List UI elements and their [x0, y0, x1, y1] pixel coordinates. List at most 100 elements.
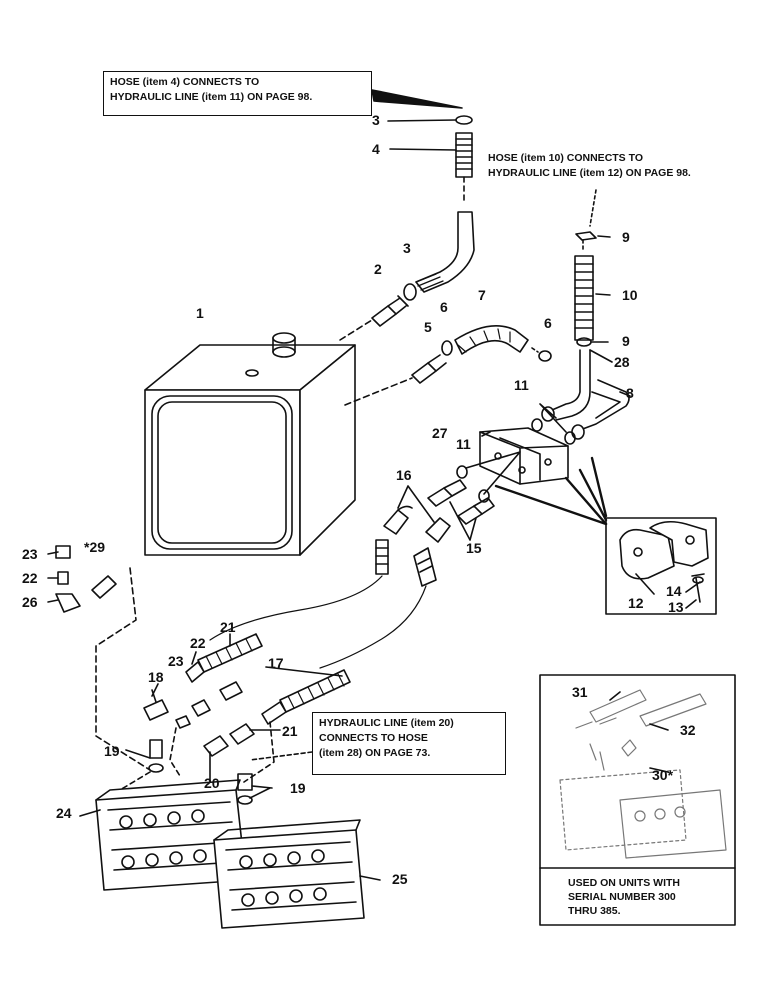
callout-14: 14: [666, 583, 682, 599]
hose-run-17: [319, 585, 427, 669]
clamp-3-lower: [403, 283, 417, 301]
serial-inset-box: [539, 674, 736, 926]
tank-dash-5: [344, 377, 413, 406]
fitting-19-a: [149, 739, 163, 759]
clamp-6-right: [538, 350, 552, 362]
callout-16: 16: [396, 467, 412, 483]
inset-caption-line3: THRU 385.: [568, 905, 621, 917]
note-line20-line3: (item 28) ON PAGE 73.: [319, 747, 431, 759]
fitting-29: [91, 575, 117, 599]
hose-end-left: [375, 539, 389, 575]
callout-8: 8: [626, 385, 634, 401]
callout-15: 15: [466, 540, 482, 556]
callout-3-lower: 3: [403, 240, 411, 256]
clamp-6-left: [441, 340, 453, 356]
callout-22-mid: 22: [190, 635, 206, 651]
tank-dash-2: [339, 319, 373, 341]
elbow-20: [203, 735, 229, 757]
fitting-22-mid: [191, 699, 211, 717]
note-hose10-line2: HYDRAULIC LINE (item 12) ON PAGE 98.: [488, 167, 691, 179]
hose-21-fitting: [185, 661, 205, 683]
note-line20-leader: [249, 751, 313, 761]
oring-11-c: [456, 465, 468, 479]
clamp-3-top: [455, 115, 473, 125]
callout-11-upper: 11: [514, 377, 529, 393]
callout-4: 4: [372, 141, 380, 157]
control-valve-24: [95, 779, 247, 891]
callout-19-right: 19: [290, 780, 306, 796]
note-hose10: HOSE (item 10) CONNECTS TO HYDRAULIC LIN…: [482, 148, 750, 188]
callout-13: 13: [668, 599, 684, 615]
note-hose10-leader: [589, 189, 597, 227]
oring-11-d: [478, 489, 490, 503]
pipe-28: [551, 349, 591, 421]
fitting-23-mid: [175, 715, 191, 729]
fitting-15-b: [457, 497, 495, 525]
callout-6-left: 6: [440, 299, 448, 315]
note-line20-line1: HYDRAULIC LINE (item 20): [319, 717, 454, 729]
bolt-13: [691, 573, 705, 603]
callout-26: 26: [22, 594, 38, 610]
callout-27: 27: [432, 425, 448, 441]
callout-10: 10: [622, 287, 638, 303]
note-hose4-line1: HOSE (item 4) CONNECTS TO: [110, 76, 260, 88]
flange-half: [649, 520, 709, 567]
inset-illustration: [559, 689, 727, 859]
fitting-22-left: [57, 571, 69, 585]
callout-20: 20: [204, 775, 220, 791]
callout-7: 7: [478, 287, 486, 303]
note-hose4: HOSE (item 4) CONNECTS TO HYDRAULIC LINE…: [103, 71, 372, 116]
callout-32: 32: [680, 722, 696, 738]
callout-2: 2: [374, 261, 382, 277]
callout-17: 17: [268, 655, 284, 671]
hose-4-lower: [415, 211, 475, 293]
inset-caption-line1: USED ON UNITS WITH: [568, 877, 680, 889]
hose-17-fitting: [261, 701, 287, 725]
callout-21-lower: 21: [282, 723, 298, 739]
callout-11-lower: 11: [456, 436, 471, 452]
inset-caption: USED ON UNITS WITH SERIAL NUMBER 300 THR…: [568, 876, 728, 918]
note-line20-line2: CONNECTS TO HOSE: [319, 732, 428, 744]
hose-end-right: [413, 547, 437, 587]
callout-9-lower: 9: [622, 333, 630, 349]
elbow-16-b: [425, 517, 451, 543]
callout-18: 18: [148, 669, 164, 685]
clamp-9-lower: [576, 337, 592, 347]
hose-7: [454, 324, 529, 355]
oring-11-a: [531, 418, 543, 432]
fitting-2: [371, 295, 409, 327]
tee-18: [143, 699, 169, 721]
note-hose4-leader: [371, 89, 463, 109]
callout-29: *29: [84, 539, 106, 555]
callout-6-right: 6: [544, 315, 552, 331]
hydraulic-tank: [144, 332, 356, 556]
callout-23-mid: 23: [168, 653, 184, 669]
note-hose10-line1: HOSE (item 10) CONNECTS TO: [488, 152, 643, 164]
callout-9-top: 9: [622, 229, 630, 245]
inset-caption-line2: SERIAL NUMBER 300: [568, 891, 676, 903]
pipe-8: [579, 379, 630, 431]
flange-12: [619, 528, 675, 580]
fitting-15-a: [427, 479, 467, 507]
callout-23-left: 23: [22, 546, 38, 562]
callout-22-left: 22: [22, 570, 38, 586]
callout-5: 5: [424, 319, 432, 335]
callout-1: 1: [196, 305, 204, 321]
elbow-26: [55, 593, 81, 613]
elbow-21-lower: [229, 723, 255, 745]
hose-run-21: [209, 575, 383, 641]
callout-28: 28: [614, 354, 630, 370]
callout-19-left: 19: [104, 743, 120, 759]
callout-12: 12: [628, 595, 644, 611]
clamp-9-top: [575, 231, 597, 241]
fitting-5: [411, 354, 447, 384]
callout-21-upper: 21: [220, 619, 236, 635]
callout-31: 31: [572, 684, 588, 700]
oring-11-b: [564, 431, 576, 445]
callout-24: 24: [56, 805, 72, 821]
callout-30: 30*: [652, 767, 674, 783]
callout-25: 25: [392, 871, 408, 887]
hydraulic-pump-27: [479, 427, 569, 485]
note-line20: HYDRAULIC LINE (item 20) CONNECTS TO HOS…: [312, 712, 506, 775]
